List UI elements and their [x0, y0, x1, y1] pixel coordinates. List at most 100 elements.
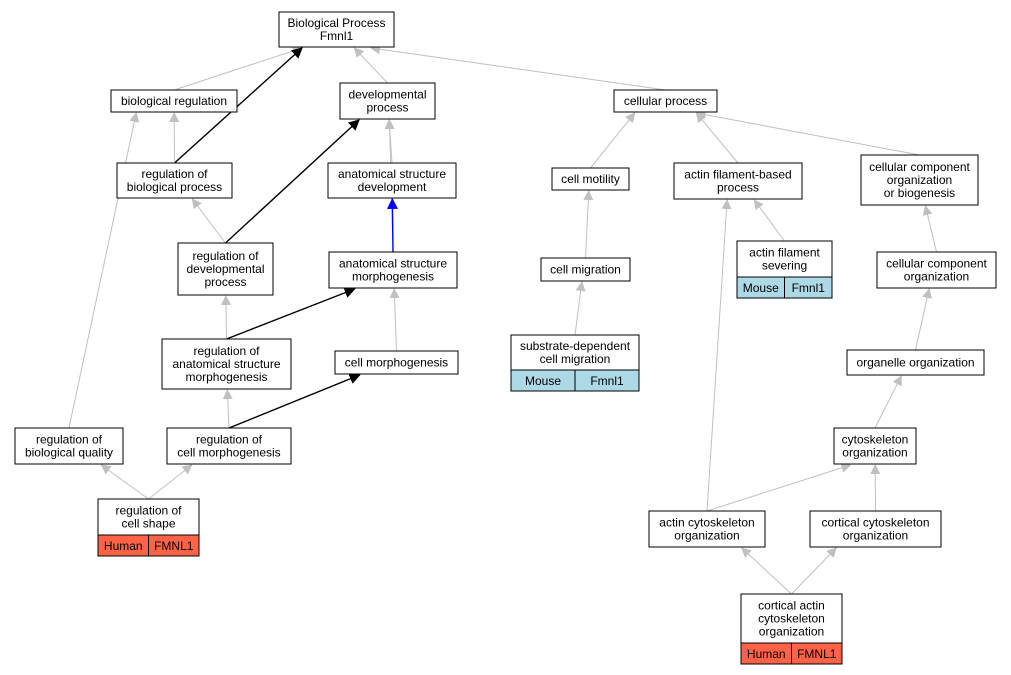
- edge-ccob-to-cellproc: [695, 109, 920, 156]
- edge-cyto-to-orgorg: [874, 375, 902, 429]
- edge-regcm-to-cellmorph: [228, 373, 361, 429]
- node-box: [177, 242, 274, 296]
- node-orgorg[interactable]: organelle organization: [846, 349, 985, 376]
- node-cellmorph[interactable]: cell morphogenesis: [334, 350, 459, 375]
- node-box: [736, 240, 833, 278]
- node-cellmot[interactable]: cell motility: [551, 167, 630, 191]
- node-label-line: or biogenesis: [884, 186, 955, 200]
- tag-gene-label: Fmnl1: [590, 374, 624, 388]
- node-label-line: cell migration: [550, 263, 621, 277]
- node-label-line: cellular process: [624, 94, 707, 108]
- node-label-line: process: [717, 181, 759, 195]
- node-label-line: morphogenesis: [352, 270, 434, 284]
- edge-actcyto-to-afbp: [706, 199, 732, 512]
- node-box: [327, 162, 457, 199]
- node-label-line: anatomical structure: [172, 357, 280, 371]
- edge-cellmot-to-cellproc: [590, 112, 636, 169]
- node-label-line: cell shape: [121, 517, 175, 531]
- edge-sdcm-to-cellmig: [574, 281, 586, 336]
- edge-devproc-to-bp: [353, 47, 388, 84]
- node-label-line: regulation of: [115, 504, 182, 518]
- edge-bioreg-to-bp: [173, 46, 303, 91]
- node-label-line: cell morphogenesis: [345, 356, 448, 370]
- edge-regcm-to-regasm: [222, 389, 233, 429]
- node-label-line: organization: [843, 529, 908, 543]
- node-label-line: actin filament-based: [684, 168, 791, 182]
- node-box: [876, 251, 997, 289]
- node-box: [809, 510, 942, 548]
- node-cellmig[interactable]: cell migration: [540, 257, 631, 282]
- node-label-line: organization: [904, 270, 969, 284]
- node-label-line: cell morphogenesis: [177, 446, 280, 460]
- node-label-line: anatomical structure: [338, 167, 446, 181]
- node-coract[interactable]: cortical actincytoskeletonorganizationHu…: [740, 593, 843, 665]
- node-bioreg[interactable]: biological regulation: [110, 89, 238, 113]
- node-label-line: Fmnl1: [320, 29, 354, 43]
- edge-regasm-to-regdp: [220, 295, 231, 340]
- node-box: [116, 162, 233, 199]
- node-label-line: actin filament: [749, 246, 820, 260]
- tag-gene-cell: [148, 534, 200, 557]
- node-label-line: cytoskeleton: [842, 433, 909, 447]
- node-label-line: organization: [759, 625, 824, 639]
- node-label-line: severing: [762, 259, 807, 273]
- node-label-line: cytoskeleton: [758, 612, 825, 626]
- tag-species-label: Mouse: [525, 374, 561, 388]
- node-label-line: organization: [674, 529, 739, 543]
- node-label-line: regulation of: [192, 249, 259, 263]
- edge-regcs-to-regbq: [100, 464, 149, 500]
- node-box: [510, 334, 640, 371]
- edge-afbp-to-cellproc: [695, 112, 739, 164]
- node-box: [161, 338, 292, 390]
- node-label-line: cellular component: [886, 257, 987, 271]
- tag-species-label: Human: [104, 539, 143, 553]
- node-label-line: organization: [887, 173, 952, 187]
- tag-gene-label: FMNL1: [154, 539, 194, 553]
- tag-species-label: Mouse: [743, 281, 779, 295]
- edge-regdp-to-devproc: [225, 119, 360, 244]
- tag-gene-label: Fmnl1: [792, 281, 826, 295]
- node-box: [648, 510, 766, 548]
- node-cellproc[interactable]: cellular process: [613, 89, 718, 113]
- edge-cellproc-to-bp: [370, 44, 666, 91]
- node-label-line: morphogenesis: [185, 370, 267, 384]
- node-label-line: regulation of: [141, 167, 208, 181]
- node-label-line: development: [358, 180, 427, 194]
- node-box: [540, 257, 631, 282]
- node-box: [860, 154, 979, 206]
- node-label-line: biological process: [127, 180, 222, 194]
- node-box: [846, 349, 985, 376]
- node-label-line: organelle organization: [856, 356, 974, 370]
- node-box: [110, 89, 238, 113]
- edge-asm-to-asd: [386, 197, 398, 253]
- node-label-line: process: [366, 101, 408, 115]
- node-label-line: regulation of: [36, 433, 103, 447]
- node-label-line: biological regulation: [121, 94, 227, 108]
- edge-afs-to-afbp: [753, 199, 785, 242]
- node-box: [166, 427, 292, 465]
- node-label-line: Biological Process: [287, 16, 385, 30]
- edge-cellmig-to-cellmot: [583, 190, 594, 259]
- node-label-line: developmental: [348, 88, 426, 102]
- tag-gene-label: FMNL1: [797, 647, 837, 661]
